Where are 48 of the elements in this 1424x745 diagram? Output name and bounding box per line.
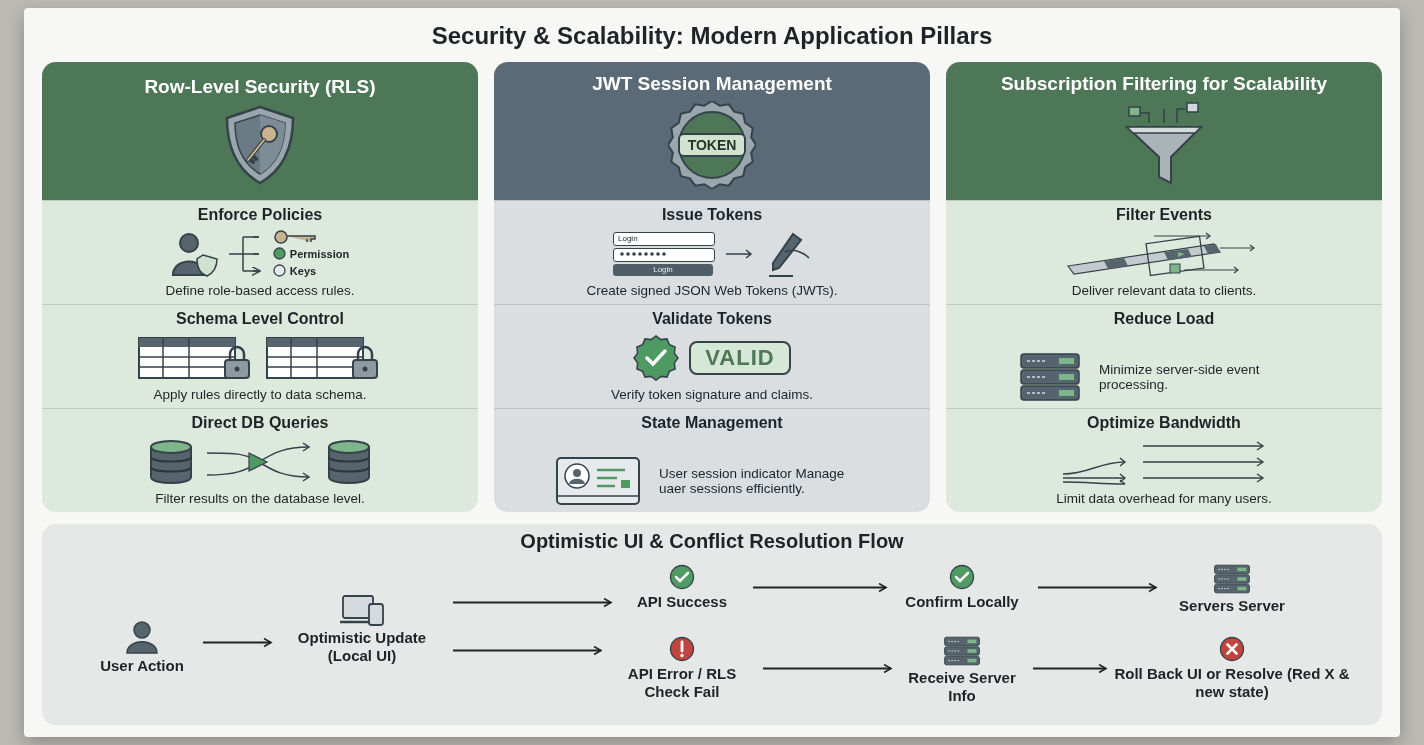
arrow — [202, 637, 272, 648]
step-label: Servers Server — [1179, 597, 1285, 615]
section-heading: State Management — [641, 414, 783, 432]
section-heading: Validate Tokens — [652, 310, 772, 328]
section-heading: Direct DB Queries — [191, 414, 329, 432]
section-description: Deliver relevant data to clients. — [1071, 283, 1257, 298]
valid-label: VALID — [689, 340, 791, 375]
card-title: JWT Session Management — [592, 73, 832, 95]
section-heading: Optimize Bandwidth — [1087, 414, 1241, 432]
login-button: Login — [613, 263, 713, 276]
arrow — [452, 645, 602, 656]
arrow — [1032, 663, 1107, 674]
arrow — [1037, 582, 1157, 593]
page-title: Security & Scalability: Modern Application Pillars — [430, 21, 994, 51]
step-label: User Action — [100, 657, 184, 675]
step-label: API Error / RLS Check Fail — [626, 665, 738, 701]
card-title: Subscription Filtering for Scalability — [1000, 73, 1328, 95]
card-title: Row-Level Security (RLS) — [144, 76, 376, 98]
section-description: User session indicator Manage uaer sessions efficiently. — [659, 466, 846, 496]
section-heading: Enforce Policies — [197, 206, 323, 224]
section-heading: Schema Level Control — [175, 310, 344, 328]
token-label: TOKEN — [677, 133, 747, 157]
pillar-card — [42, 62, 478, 512]
section-description: Create signed JSON Web Tokens (JWTs). — [586, 283, 838, 298]
username-field: Login — [613, 231, 715, 246]
keys-label: Keys — [289, 264, 317, 277]
arrow — [452, 597, 612, 608]
section-heading: Reduce Load — [1113, 310, 1215, 328]
pillar-card — [946, 62, 1382, 512]
section-description: Apply rules directly to data schema. — [153, 387, 367, 402]
section-heading: Issue Tokens — [661, 206, 763, 224]
step-label: Optimistic Update (Local UI) — [296, 629, 428, 665]
step-label: Receive Server Info — [907, 669, 1017, 705]
flow-panel — [42, 524, 1382, 725]
arrow — [762, 663, 892, 674]
section-heading: Filter Events — [1116, 206, 1212, 224]
step-label: API Success — [636, 593, 728, 611]
pillar-card — [494, 62, 930, 512]
arrow — [752, 582, 887, 593]
flow-title: Optimistic UI & Conflict Resolution Flow — [520, 530, 904, 553]
section-description: Verify token signature and claims. — [611, 387, 813, 402]
section-description: Define role-based access rules. — [165, 283, 355, 298]
section-description: Limit data overhead for many users. — [1056, 491, 1272, 506]
permission-label: Permission — [289, 247, 350, 260]
section-description: Filter results on the database level. — [155, 491, 365, 506]
section-description: Minimize server-side event processing. — [1099, 362, 1261, 392]
step-label: Confirm Locally — [905, 593, 1019, 611]
step-label: Roll Back UI or Resolve (Red X & new state) — [1113, 665, 1351, 701]
